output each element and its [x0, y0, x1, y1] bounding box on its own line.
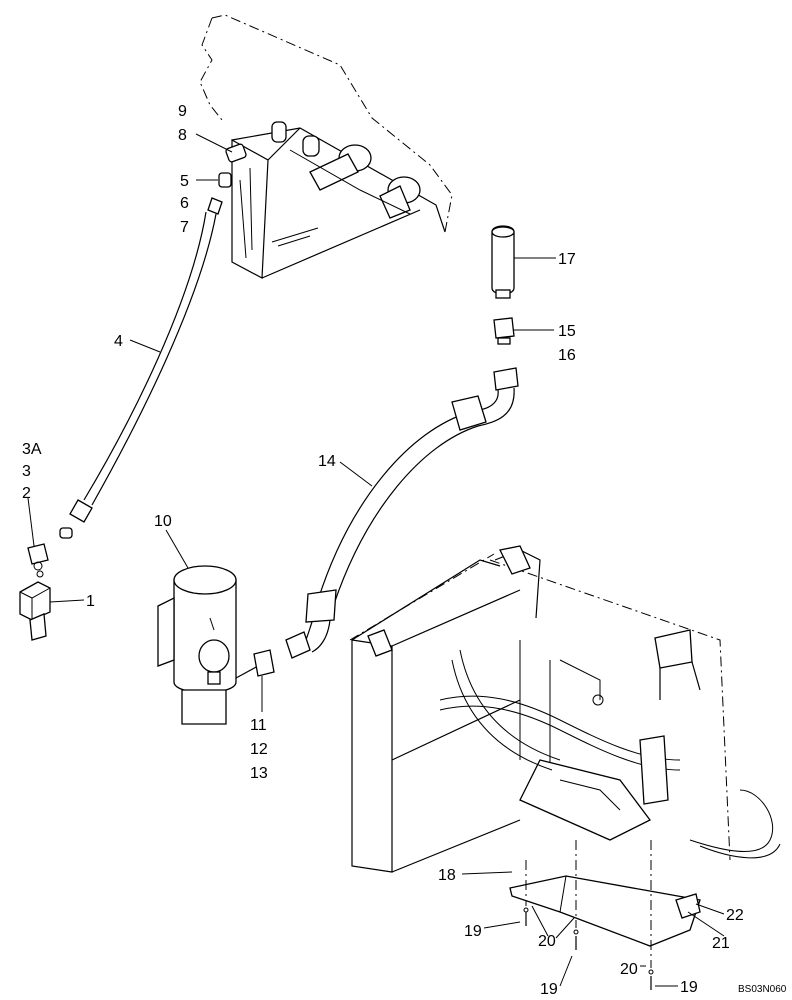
- leader-lines: [27, 133, 725, 987]
- callout-13: 13: [250, 765, 268, 782]
- part-10-receiver-drier: [157, 565, 275, 725]
- callout-11: 11: [250, 717, 267, 734]
- hose-4-assembly: [27, 143, 247, 565]
- bolt-and-washer-set: [523, 840, 654, 990]
- callout-22: 22: [726, 907, 744, 924]
- callout-7: 7: [180, 219, 189, 236]
- callout-8: 8: [178, 127, 187, 144]
- callout-12: 12: [250, 741, 268, 758]
- callout-9: 9: [178, 103, 187, 120]
- callout-4: 4: [114, 333, 123, 350]
- callout-3: 3: [22, 463, 31, 480]
- callout-17: 17: [558, 251, 576, 268]
- callout-16: 16: [558, 347, 576, 364]
- callout-1: 1: [86, 593, 95, 610]
- callout-5: 5: [180, 173, 189, 190]
- callout-19-middle: 19: [540, 981, 558, 998]
- callout-2: 2: [22, 485, 31, 502]
- callout-10: 10: [154, 513, 172, 530]
- callout-6: 6: [180, 195, 189, 212]
- callout-15: 15: [558, 323, 576, 340]
- callout-3a: 3A: [22, 441, 42, 458]
- callout-20-left: 20: [538, 933, 556, 950]
- part-17-filter: [491, 225, 515, 299]
- drawing-code: BS03N060: [738, 984, 787, 995]
- hose-14: [285, 367, 519, 659]
- callout-labels: 9 8 5 6 7 4 3A 3 2 1 10 11 12 13 14 17 1…: [22, 103, 787, 998]
- part-15-fitting: [493, 317, 515, 345]
- callout-19-left: 19: [464, 923, 482, 940]
- upper-valve-bracket-assembly: [199, 14, 453, 279]
- callout-14: 14: [318, 453, 336, 470]
- callout-19-right: 19: [680, 979, 698, 996]
- part-1-valve-block: [19, 561, 51, 641]
- lower-chassis-frame: [349, 545, 781, 873]
- callout-20-right: 20: [620, 961, 638, 978]
- callout-21: 21: [712, 935, 730, 952]
- callout-18: 18: [438, 867, 456, 884]
- part-18-shield-plate: [509, 875, 701, 947]
